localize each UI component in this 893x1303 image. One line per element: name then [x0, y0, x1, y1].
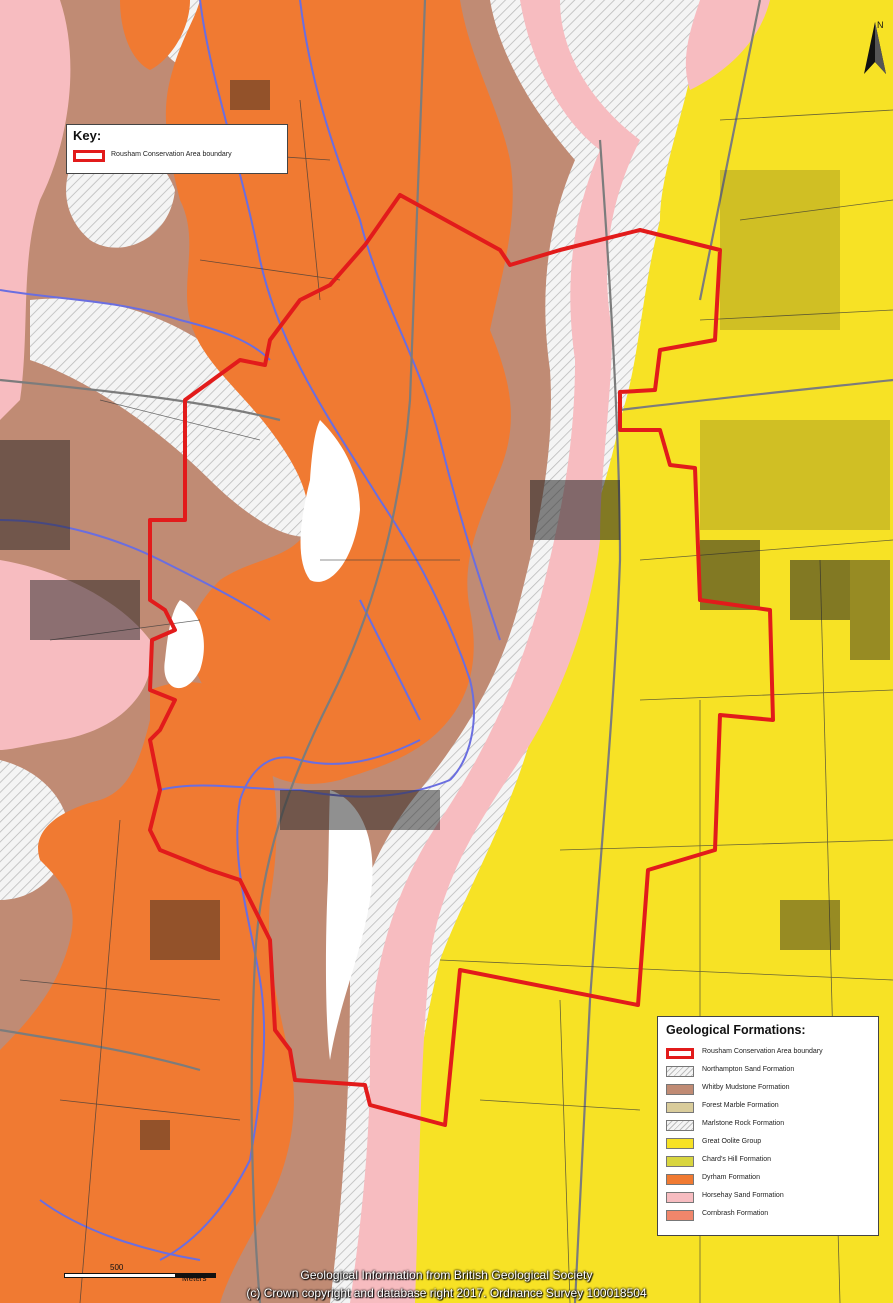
scale-segment: [64, 1273, 176, 1278]
legend-swatch: [666, 1174, 694, 1185]
legend-swatch: [666, 1084, 694, 1095]
legend-item: Marlstone Rock Formation: [666, 1119, 876, 1133]
legend-item: Rousham Conservation Area boundary: [666, 1047, 876, 1061]
scale-unit: Meters: [182, 1274, 207, 1283]
legend-item: Cornbrash Formation: [666, 1209, 876, 1223]
legend-item: Forest Marble Formation: [666, 1101, 876, 1115]
horsehay-top-lobe: [685, 0, 770, 90]
credit-copyright: (c) Crown copyright and database right 2…: [246, 1286, 647, 1300]
legend-item: Dyrham Formation: [666, 1173, 876, 1187]
legend-swatch: [666, 1066, 694, 1077]
scale-segment: [176, 1273, 216, 1278]
legend-label: Horsehay Sand Formation: [702, 1192, 784, 1199]
north-arrow: N: [862, 18, 888, 76]
river-terrace-3: [325, 790, 373, 1060]
horsehay-west: [0, 0, 71, 420]
hatched-west-2: [30, 298, 330, 537]
legend-swatch: [666, 1192, 694, 1203]
north-label: N: [877, 20, 884, 30]
key-title: Key:: [73, 128, 102, 143]
legend-item: Great Oolite Group: [666, 1137, 876, 1151]
legend-swatch: [666, 1156, 694, 1167]
scale-value: 500: [110, 1263, 124, 1272]
legend-label: Forest Marble Formation: [702, 1102, 779, 1109]
legend-swatch: [666, 1048, 694, 1059]
legend-label: Whitby Mudstone Formation: [702, 1084, 790, 1091]
dyrham-top-left: [120, 0, 190, 70]
dyrham-north: [165, 0, 513, 784]
legend-label: Great Oolite Group: [702, 1138, 762, 1145]
legend-label: Northampton Sand Formation: [702, 1066, 795, 1073]
key-boundary-label: Rousham Conservation Area boundary: [111, 151, 232, 158]
geology-legend: Geological Formations: Rousham Conservat…: [657, 1016, 879, 1236]
legend-label: Dyrham Formation: [702, 1174, 760, 1181]
credit-geology: Geological Information from British Geol…: [300, 1268, 593, 1282]
conservation-area-boundary: [148, 193, 775, 1127]
legend-label: Rousham Conservation Area boundary: [702, 1048, 823, 1055]
legend-item: Whitby Mudstone Formation: [666, 1083, 876, 1097]
legend-title: Geological Formations:: [666, 1023, 806, 1037]
legend-swatch: [666, 1138, 694, 1149]
scale-bar: 500 Meters: [64, 1263, 224, 1283]
legend-label: Chard's Hill Formation: [702, 1156, 772, 1163]
legend-item: Chard's Hill Formation: [666, 1155, 876, 1169]
legend-swatch: [666, 1102, 694, 1113]
legend-item: Northampton Sand Formation: [666, 1065, 876, 1079]
key-boundary-swatch: [73, 150, 105, 162]
map-key: Key: Rousham Conservation Area boundary: [66, 124, 288, 174]
legend-item: Horsehay Sand Formation: [666, 1191, 876, 1205]
north-arrow-icon: [864, 22, 886, 74]
legend-swatch: [666, 1120, 694, 1131]
legend-label: Cornbrash Formation: [702, 1210, 769, 1217]
legend-swatch: [666, 1210, 694, 1221]
river-terrace-1: [300, 420, 360, 582]
river-terrace-2: [164, 600, 204, 689]
legend-label: Marlstone Rock Formation: [702, 1120, 785, 1127]
settlements: [0, 80, 890, 1150]
